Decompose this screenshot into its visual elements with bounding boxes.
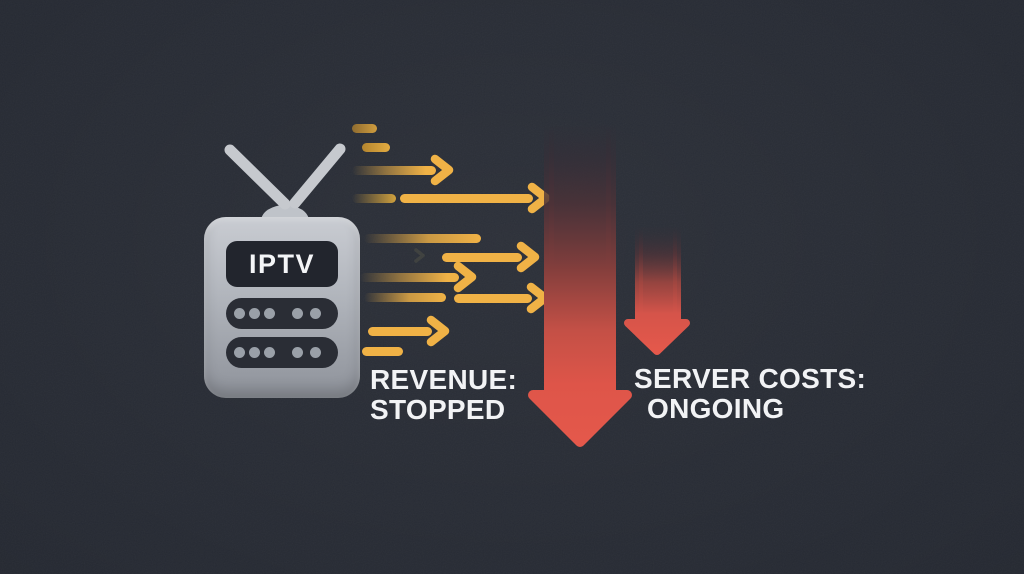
vent-dot: [264, 347, 275, 358]
tv-screen-label: IPTV: [248, 248, 315, 279]
money-flow-arrow-icon: [442, 240, 540, 274]
money-flow-dash: [362, 143, 390, 152]
server-costs-label: SERVER COSTS: ONGOING: [634, 364, 866, 424]
revenue-label-line2: STOPPED: [370, 394, 506, 425]
vent-dot: [264, 308, 275, 319]
faint-chevron-icon: [414, 248, 425, 263]
money-flow-dash: [364, 234, 481, 243]
vent-dot: [292, 347, 303, 358]
vent-dot: [310, 347, 321, 358]
vent-dot: [234, 308, 245, 319]
server-costs-label-line1: SERVER COSTS:: [634, 363, 867, 394]
antenna-icon: [224, 143, 346, 222]
vent-dot: [310, 308, 321, 319]
vent-dot: [249, 347, 260, 358]
server-costs-label-line2: ONGOING: [647, 393, 785, 424]
revenue-down-arrow-icon: [528, 119, 632, 447]
tv-vent-row: [226, 337, 338, 368]
money-flow-dash: [364, 293, 446, 302]
money-flow-dash: [352, 194, 396, 203]
money-flow-arrow-icon: [360, 260, 477, 294]
money-flow-dash: [362, 347, 403, 356]
tv-screen: IPTV: [226, 241, 338, 287]
money-flow-arrow-icon: [352, 153, 454, 187]
vent-dot: [249, 308, 260, 319]
revenue-label: REVENUE: STOPPED: [370, 365, 517, 425]
revenue-label-line1: REVENUE:: [370, 364, 518, 395]
vent-dot: [292, 308, 303, 319]
money-flow-arrow-icon: [368, 314, 450, 348]
vent-dot: [234, 347, 245, 358]
tv-body: IPTV: [204, 217, 360, 398]
tv-vent-row: [226, 298, 338, 329]
money-flow-dash: [352, 124, 377, 133]
server-costs-down-arrow-icon: [624, 222, 690, 355]
